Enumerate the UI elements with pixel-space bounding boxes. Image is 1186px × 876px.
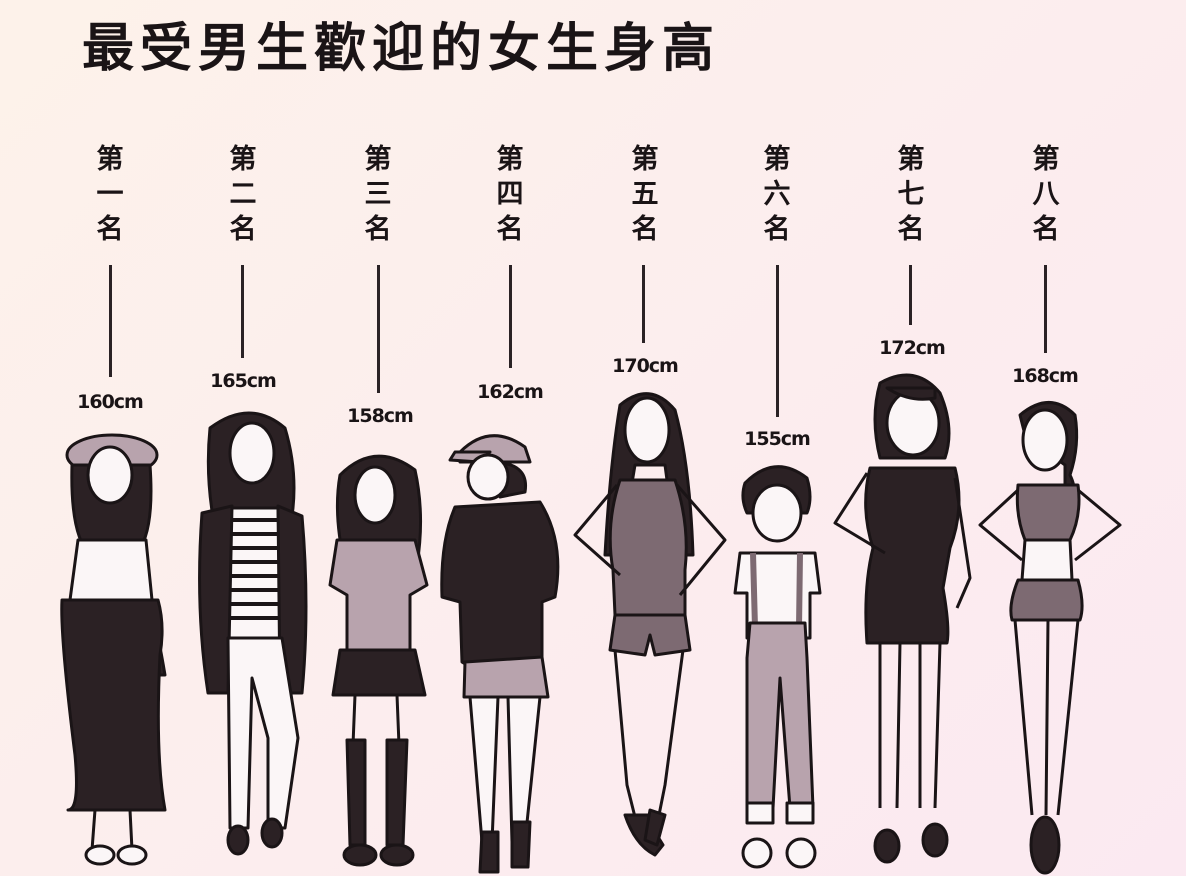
rank-char: 三	[364, 179, 392, 210]
rank-label: 第 八 名	[1026, 142, 1066, 247]
rank-char: 名	[1032, 214, 1060, 245]
measure-line	[509, 265, 512, 368]
rank-char: 第	[229, 144, 257, 175]
rank-char: 名	[763, 214, 791, 245]
height-label: 162cm	[477, 381, 544, 403]
rank-char: 名	[496, 214, 524, 245]
rank-char: 第	[96, 144, 124, 175]
height-label: 158cm	[347, 405, 414, 427]
rank-label: 第 五 名	[625, 142, 665, 247]
rank-label: 第 六 名	[757, 142, 797, 247]
rank-char: 第	[496, 144, 524, 175]
measure-line	[909, 265, 912, 325]
measure-line	[241, 265, 244, 358]
figure-illustration-6	[733, 465, 822, 869]
figure-illustration-1	[60, 433, 167, 866]
rank-char: 四	[496, 179, 524, 210]
measure-line	[642, 265, 645, 343]
height-label: 172cm	[879, 337, 946, 359]
measure-line	[776, 265, 779, 417]
measure-line	[377, 265, 380, 393]
figure-illustration-3	[328, 454, 429, 867]
rank-char: 第	[631, 144, 659, 175]
height-label: 170cm	[612, 355, 679, 377]
rank-label: 第 二 名	[223, 142, 263, 247]
rank-char: 第	[1032, 144, 1060, 175]
rank-label: 第 四 名	[490, 142, 530, 247]
rank-char: 二	[229, 179, 257, 210]
rank-label: 第 三 名	[358, 142, 398, 247]
rank-char: 第	[763, 144, 791, 175]
figure-illustration-4	[440, 434, 560, 874]
rank-label: 第 七 名	[891, 142, 931, 247]
rank-char: 名	[631, 214, 659, 245]
rank-char: 名	[229, 214, 257, 245]
measure-line	[1044, 265, 1047, 353]
rank-char: 七	[897, 179, 925, 210]
rank-char: 名	[897, 214, 925, 245]
figure-illustration-5	[573, 392, 727, 857]
figure-illustration-2	[198, 411, 308, 856]
rank-char: 五	[631, 179, 659, 210]
rank-char: 六	[763, 179, 791, 210]
rank-char: 名	[96, 214, 124, 245]
rank-char: 名	[364, 214, 392, 245]
height-label: 155cm	[744, 428, 811, 450]
height-label: 165cm	[210, 370, 277, 392]
rank-char: 第	[897, 144, 925, 175]
height-label: 168cm	[1012, 365, 1079, 387]
figure-illustration-7	[833, 373, 972, 864]
rank-char: 第	[364, 144, 392, 175]
measure-line	[109, 265, 112, 377]
rank-char: 八	[1032, 179, 1060, 210]
page-title: 最受男生歡迎的女生身高	[82, 19, 721, 79]
height-label: 160cm	[77, 391, 144, 413]
figure-illustration-8	[978, 401, 1122, 875]
rank-label: 第 一 名	[90, 142, 130, 247]
rank-char: 一	[96, 179, 124, 210]
